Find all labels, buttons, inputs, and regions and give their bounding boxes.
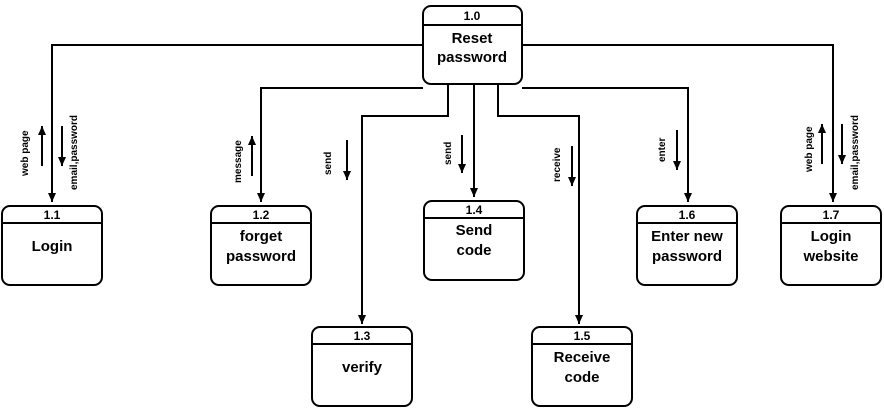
flow-label-login-email-password: email,password <box>69 115 80 190</box>
process-title-line1: forget <box>240 228 283 245</box>
flow-label-send-code-send: send <box>443 142 454 165</box>
flow-label-message: message <box>233 140 244 183</box>
process-title-line1: Reset <box>452 30 493 47</box>
connector-to-login-website <box>522 44 837 202</box>
flow-label-receive: receive <box>552 147 563 182</box>
process-1-5-receive-code: 1.5 Receive code <box>531 326 633 407</box>
process-number: 1.7 <box>823 208 840 222</box>
process-number: 1.6 <box>679 208 696 222</box>
process-1-2-forget-password: 1.2 forget password <box>210 205 312 286</box>
connector-to-verify <box>358 84 449 324</box>
process-title-line1: Login <box>811 228 852 245</box>
process-1-3-verify: 1.3 verify <box>311 326 413 407</box>
process-1-1-login: 1.1 Login <box>1 205 103 286</box>
flow-label-enter: enter <box>657 137 668 162</box>
process-number: 1.5 <box>574 329 591 343</box>
connector-to-enter-new-password <box>522 87 692 202</box>
process-1-4-send-code: 1.4 Send code <box>423 200 525 281</box>
process-title-line1: Receive <box>554 349 611 366</box>
process-number: 1.3 <box>354 329 371 343</box>
process-title-line2: website <box>802 248 858 265</box>
process-title-line2: password <box>652 248 722 265</box>
process-title-line2: password <box>226 248 296 265</box>
flow-label-website-email-password: email,password <box>850 115 861 190</box>
process-1-6-enter-new-password: 1.6 Enter new password <box>636 205 738 286</box>
process-title-line1: Send <box>456 222 493 239</box>
process-number: 1.4 <box>466 203 483 217</box>
flow-label-login-web-page: web page <box>20 130 31 177</box>
connector-to-receive-code <box>497 84 583 324</box>
flow-label-verify-send: send <box>323 152 334 175</box>
connector-to-login <box>48 44 423 202</box>
flow-label-website-web-page: web page <box>804 126 815 173</box>
connectors <box>48 44 837 324</box>
process-title-line2: code <box>456 242 491 259</box>
flow-arrows <box>38 124 846 186</box>
process-number: 1.1 <box>44 208 61 222</box>
connector-to-forget-password <box>257 87 423 202</box>
process-number: 1.0 <box>464 9 481 23</box>
process-1-7-login-website: 1.7 Login website <box>780 205 882 286</box>
process-title-line2: password <box>437 49 507 66</box>
process-title-line2: code <box>564 369 599 386</box>
process-title-line1: Login <box>32 238 73 255</box>
process-title-line1: verify <box>342 359 383 376</box>
process-1-0-reset-password: 1.0 Reset password <box>422 5 523 85</box>
flow-labels: web page email,password message send sen… <box>20 115 861 190</box>
process-title-line1: Enter new <box>651 228 723 245</box>
process-number: 1.2 <box>253 208 270 222</box>
